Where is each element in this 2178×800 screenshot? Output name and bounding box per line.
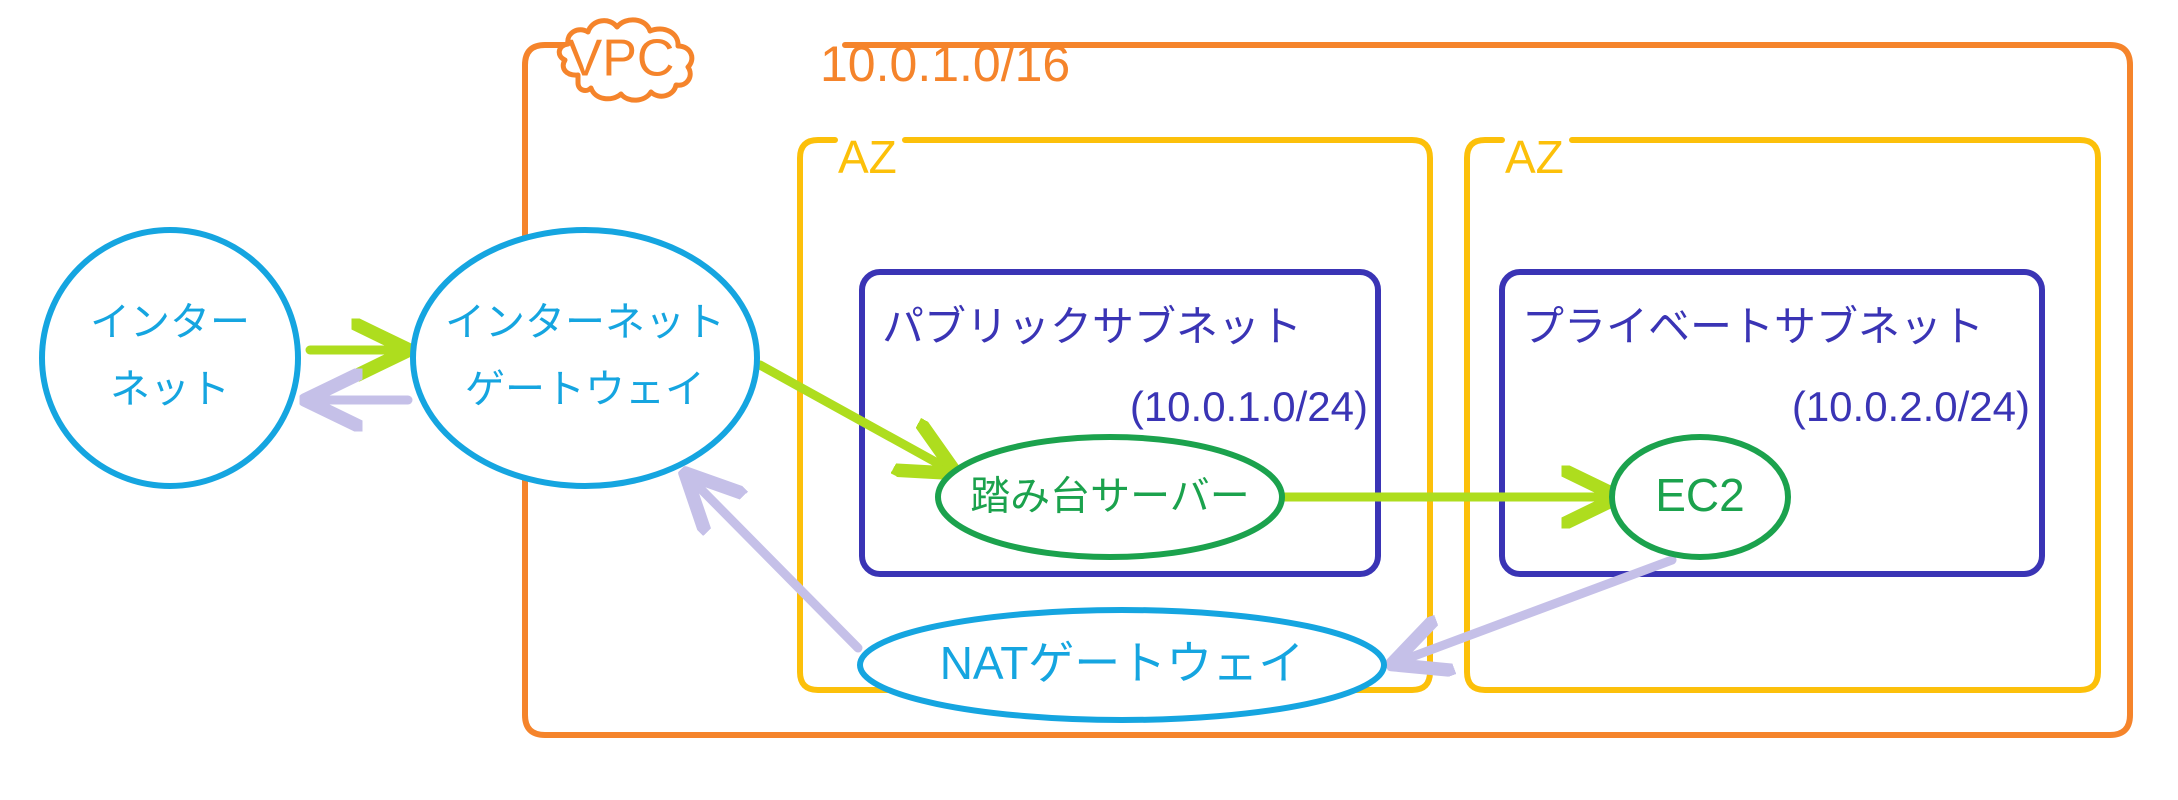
- internet-gateway-label-line2: ゲートウェイ: [465, 368, 705, 412]
- node-internet[interactable]: インター ネット: [39, 227, 301, 489]
- nat-gateway-label: NATゲートウェイ: [940, 637, 1305, 689]
- az-2-label: AZ: [1505, 131, 1564, 183]
- internet-circle[interactable]: [39, 227, 301, 489]
- nat-gateway-ellipse[interactable]: [857, 607, 1387, 723]
- vpc-label: VPC: [568, 30, 675, 88]
- internet-label-line1: インター: [90, 301, 250, 345]
- private-subnet: プライベートサブネット (10.0.2.0/24): [1499, 269, 2045, 577]
- az-1-label: AZ: [838, 131, 897, 183]
- node-internet-gateway[interactable]: インターネット ゲートウェイ: [410, 227, 760, 489]
- bastion-label: 踏み台サーバー: [970, 475, 1250, 519]
- ec2-ellipse[interactable]: [1609, 434, 1791, 560]
- cloud-icon: VPC: [556, 17, 695, 103]
- ec2-label: EC2: [1655, 469, 1744, 521]
- availability-zone-2: AZ: [1464, 131, 2101, 693]
- private-subnet-box: [1499, 269, 2045, 577]
- public-subnet-cidr: (10.0.1.0/24): [1130, 383, 1368, 430]
- public-subnet: パブリックサブネット (10.0.1.0/24): [859, 269, 1381, 577]
- connection-ec2-to-nat: [1398, 555, 1677, 662]
- node-ec2[interactable]: EC2: [1609, 434, 1791, 560]
- private-subnet-label: プライベートサブネット: [1522, 303, 1984, 350]
- private-subnet-cidr: (10.0.2.0/24): [1792, 383, 2030, 430]
- node-bastion-server[interactable]: 踏み台サーバー: [935, 434, 1285, 560]
- connection-nat-to-igw: [690, 478, 863, 653]
- bastion-ellipse[interactable]: [935, 434, 1285, 560]
- internet-gateway-label-line1: インターネット: [445, 301, 725, 345]
- internet-gateway-ellipse[interactable]: [410, 227, 760, 489]
- internet-label-line2: ネット: [110, 368, 230, 412]
- node-nat-gateway[interactable]: NATゲートウェイ: [857, 607, 1387, 723]
- connection-igw-to-bastion: [755, 360, 950, 470]
- vpc-boundary: [522, 42, 2133, 738]
- public-subnet-label: パブリックサブネット: [882, 303, 1302, 350]
- vpc-cidr-label: 10.0.1.0/16: [820, 36, 1070, 92]
